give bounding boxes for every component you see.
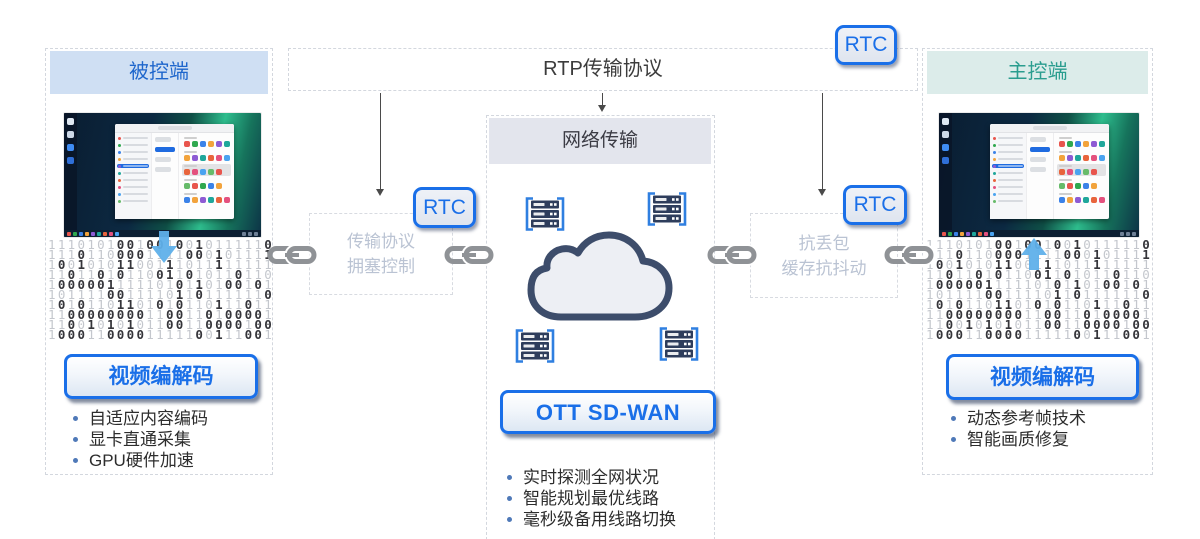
blue-up-arrow-icon	[1021, 233, 1047, 270]
server-rack-icon	[647, 192, 687, 226]
congestion-line1: 传输协议	[347, 232, 415, 251]
controlled-end-panel: 被控端 111010100100100101111100111011000011…	[45, 48, 273, 475]
master-end-header: 主控端	[927, 51, 1148, 94]
video-codec-button-left: 视频编解码	[64, 354, 258, 399]
feature-bullet: 智能画质修复	[951, 429, 1086, 450]
controlled-desktop-screenshot	[64, 113, 261, 237]
feature-bullet: 动态参考帧技术	[951, 408, 1086, 429]
down-arrow-icon	[598, 93, 606, 112]
server-rack-icon	[525, 197, 565, 231]
rtc-badge-jitter: RTC	[843, 185, 907, 225]
rtc-badge-top: RTC	[835, 25, 897, 65]
chain-link-icon	[444, 244, 496, 266]
bullet-dot-icon	[73, 437, 78, 442]
rtp-protocol-title: RTP传输协议	[543, 58, 663, 80]
server-rack-icon	[646, 192, 688, 226]
down-arrow-icon	[818, 93, 826, 196]
packet-loss-jitter-box: 抗丢包 缓存抗抖动	[750, 213, 898, 298]
master-end-panel: 主控端 111010100100100101111100111011000011…	[922, 48, 1153, 475]
bullet-dot-icon	[507, 517, 512, 522]
feature-bullet: 实时探测全网状况	[507, 467, 676, 488]
blue-down-arrow-icon	[151, 231, 177, 268]
rtc-badge-congestion: RTC	[413, 187, 476, 228]
controlled-end-header: 被控端	[50, 51, 268, 94]
rtp-protocol-box: RTP传输协议	[288, 48, 918, 91]
down-arrow-icon	[376, 93, 384, 196]
bullet-dot-icon	[73, 416, 78, 421]
chain-link-icon	[884, 244, 936, 266]
jitter-line1: 抗丢包	[798, 233, 850, 253]
server-rack-icon	[514, 329, 556, 363]
feature-bullet: 自适应内容编码	[73, 408, 208, 429]
feature-bullet: 显卡直通采集	[73, 429, 208, 450]
bullet-dot-icon	[951, 437, 956, 442]
feature-bullet: 毫秒级备用线路切换	[507, 509, 676, 530]
bullet-dot-icon	[951, 416, 956, 421]
chain-link-icon	[267, 244, 319, 266]
congestion-line2: 拥塞控制	[347, 257, 415, 276]
network-transport-header: 网络传输	[489, 118, 711, 164]
network-feature-list: 实时探测全网状况智能规划最优线路毫秒级备用线路切换	[507, 467, 676, 530]
master-end-feature-list: 动态参考帧技术智能画质修复	[951, 408, 1086, 450]
feature-bullet: GPU硬件加速	[73, 450, 208, 471]
server-rack-icon	[524, 197, 566, 231]
bullet-dot-icon	[507, 475, 512, 480]
feature-bullet: 智能规划最优线路	[507, 488, 676, 509]
jitter-line2: 缓存抗抖动	[781, 258, 867, 278]
bullet-dot-icon	[73, 458, 78, 463]
network-transport-panel: 网络传输	[486, 115, 715, 539]
master-desktop-screenshot	[939, 113, 1139, 237]
bullet-dot-icon	[507, 496, 512, 501]
server-rack-icon	[659, 327, 699, 361]
video-codec-button-right: 视频编解码	[946, 354, 1139, 400]
chain-link-icon	[707, 244, 759, 266]
ott-sdwan-button: OTT SD-WAN	[500, 390, 716, 434]
binary-stream-left: 1110101001001001011111001110110000111100…	[48, 240, 272, 340]
server-rack-icon	[658, 327, 700, 361]
server-rack-icon	[515, 329, 555, 363]
cloud-icon	[525, 221, 677, 328]
